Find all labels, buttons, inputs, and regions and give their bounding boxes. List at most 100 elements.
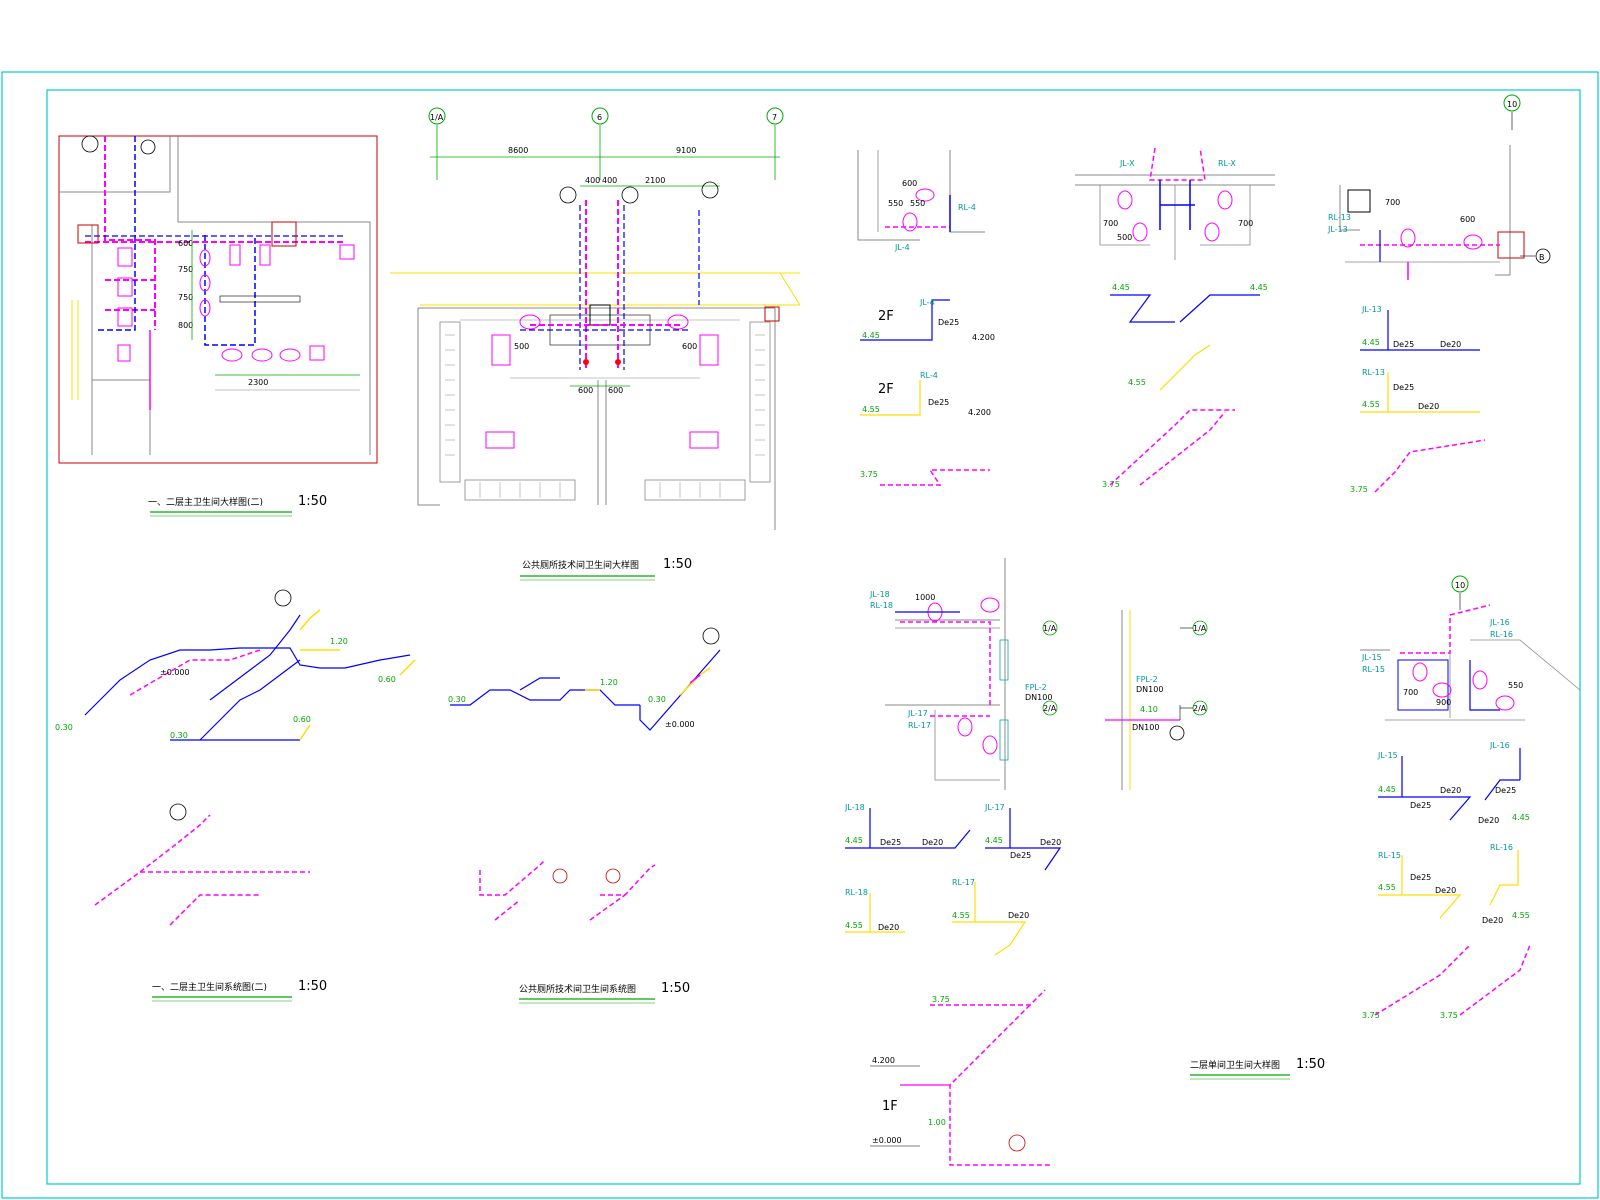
label-fpl2: FPL-2	[1025, 683, 1047, 692]
level-060-a: 0.60	[378, 675, 396, 684]
de25-d: De25	[1393, 383, 1414, 392]
label-rl13: RL-13	[1328, 213, 1351, 222]
level-445-b: 4.45	[1112, 283, 1130, 292]
de20-g: De20	[1440, 786, 1461, 795]
grid-1a-b: 1/A	[1043, 624, 1057, 633]
dn100-a: DN100	[1025, 693, 1052, 702]
label-rl4-sys: RL-4	[920, 371, 938, 380]
level-455-f: 4.55	[1378, 883, 1396, 892]
dim-2300: 2300	[248, 378, 268, 387]
grid-2a: 2/A	[1043, 704, 1057, 713]
label-jl15: JL-15	[1361, 653, 1382, 662]
de20-b: De20	[1418, 402, 1439, 411]
title-public-toilet-plan: 公共厕所技术间卫生间大样图	[522, 559, 639, 571]
panel-toilet-jlx: JL-X RL-X 700 700 500 4.45 4.45 4.55 3.7…	[1075, 147, 1275, 489]
grid-b: B	[1539, 253, 1545, 262]
level-445-a: 4.45	[862, 331, 880, 340]
level-375-e: 3.75	[1362, 1011, 1380, 1020]
grid-2a-b: 2/A	[1193, 704, 1207, 713]
de25-g: De25	[1410, 801, 1431, 810]
dim-500-pub: 500	[514, 342, 529, 351]
panel-toilet-jl4: 550 550 600 JL-4 RL-4 2F 4.45 De25 JL-4 …	[857, 150, 995, 486]
de20-j: De20	[1482, 916, 1503, 925]
level-120-a: 1.20	[330, 637, 348, 646]
dim-8600: 8600	[508, 146, 528, 155]
grid-1a-c: 1/A	[1193, 624, 1207, 633]
grid-10-b: 10	[1455, 581, 1465, 590]
level-455-e: 4.55	[952, 911, 970, 920]
panel-main-toilet-system: ±0.000 1.20 0.30 0.30 0.60 0.60	[55, 589, 416, 926]
dn100-b: DN100	[1136, 685, 1163, 694]
label-rl17: RL-17	[908, 721, 931, 730]
dim-700-jl15: 700	[1403, 688, 1418, 697]
label-jl16-sys: JL-16	[1489, 741, 1510, 750]
label-rl16-sys: RL-16	[1490, 843, 1513, 852]
level-375-d: 3.75	[932, 995, 950, 1004]
de20-c: De20	[922, 838, 943, 847]
de20-h: De20	[1478, 816, 1499, 825]
dim-750-b: 750	[178, 293, 193, 302]
level-445-c: 4.45	[1250, 283, 1268, 292]
label-rl13-sys: RL-13	[1362, 368, 1385, 377]
grid-1a: 1/A	[430, 113, 444, 122]
level-030-b: 0.30	[55, 723, 73, 732]
grid-10-a: 10	[1507, 100, 1517, 109]
de25-e: De25	[880, 838, 901, 847]
outer-frame	[1, 71, 1599, 1199]
label-jl4: JL-4	[894, 243, 910, 252]
de25-c: De25	[1393, 340, 1414, 349]
dim-600: 600	[178, 239, 193, 248]
dim-700-jlx: 700	[1103, 219, 1118, 228]
de25-f: De25	[1010, 851, 1031, 860]
dim-700-jl13: 700	[1385, 198, 1400, 207]
scale-main-toilet-system: 1:50	[298, 979, 327, 994]
floor-2f-a: 2F	[878, 309, 894, 324]
level-445-e: 4.45	[845, 836, 863, 845]
de25-a: De25	[938, 318, 959, 327]
level-445-f: 4.45	[985, 836, 1003, 845]
level-030-d: 0.30	[648, 695, 666, 704]
panel-toilet-jl13: 10 B RL-13 JL-13 700 600 JL-13 4.45 De25…	[1327, 94, 1551, 494]
level-120-b: 1.20	[600, 678, 618, 687]
level-455-b: 4.55	[1128, 378, 1146, 387]
panel-public-toilet-system: 0.30 0.30 1.20 ±0.000	[448, 627, 721, 921]
dim-600-pub-c: 600	[578, 386, 593, 395]
label-rl4: RL-4	[958, 203, 976, 212]
level-445-h: 4.45	[1512, 813, 1530, 822]
dim-800: 800	[178, 321, 193, 330]
label-jl4-sys: JL-4	[919, 298, 935, 307]
label-jl17: JL-17	[907, 709, 928, 718]
dim-500-jlx: 500	[1117, 233, 1132, 242]
de20-i: De20	[1435, 886, 1456, 895]
label-jl18: JL-18	[869, 590, 890, 599]
dn100-c: DN100	[1132, 723, 1159, 732]
label-jl18-sys: JL-18	[844, 803, 865, 812]
dim-600-jl4: 600	[902, 179, 917, 188]
scale-single-toilet: 1:50	[1296, 1057, 1325, 1072]
label-rl18-sys: RL-18	[845, 888, 868, 897]
grid-7: 7	[772, 113, 777, 122]
level-375-a: 3.75	[860, 470, 878, 479]
de20-e: De20	[878, 923, 899, 932]
title-single-toilet: 二层单间卫生间大样图	[1190, 1059, 1280, 1071]
level-375-f: 3.75	[1440, 1011, 1458, 1020]
label-rl15-sys: RL-15	[1378, 851, 1401, 860]
level-455-c: 4.55	[1362, 400, 1380, 409]
dim-1000: 1000	[915, 593, 935, 602]
floor-1f: 1F	[882, 1099, 898, 1114]
dim-2100: 2100	[645, 176, 665, 185]
scale-public-toilet-system: 1:50	[661, 981, 690, 996]
title-main-toilet-system: 一、二层主卫生间系统图(二)	[152, 981, 267, 993]
level-000-c: ±0.000	[872, 1136, 902, 1145]
dim-900: 900	[1436, 698, 1451, 707]
level-410: 4.10	[1140, 705, 1158, 714]
label-rlx: RL-X	[1218, 159, 1236, 168]
inner-frame	[46, 89, 1581, 1185]
de25-h: De25	[1495, 786, 1516, 795]
de20-f: De20	[1008, 911, 1029, 920]
dim-400-b: 400	[602, 176, 617, 185]
label-jl16: JL-16	[1489, 618, 1510, 627]
scale-public-toilet-plan: 1:50	[663, 557, 692, 572]
level-445-d: 4.45	[1362, 338, 1380, 347]
level-455-a: 4.55	[862, 405, 880, 414]
